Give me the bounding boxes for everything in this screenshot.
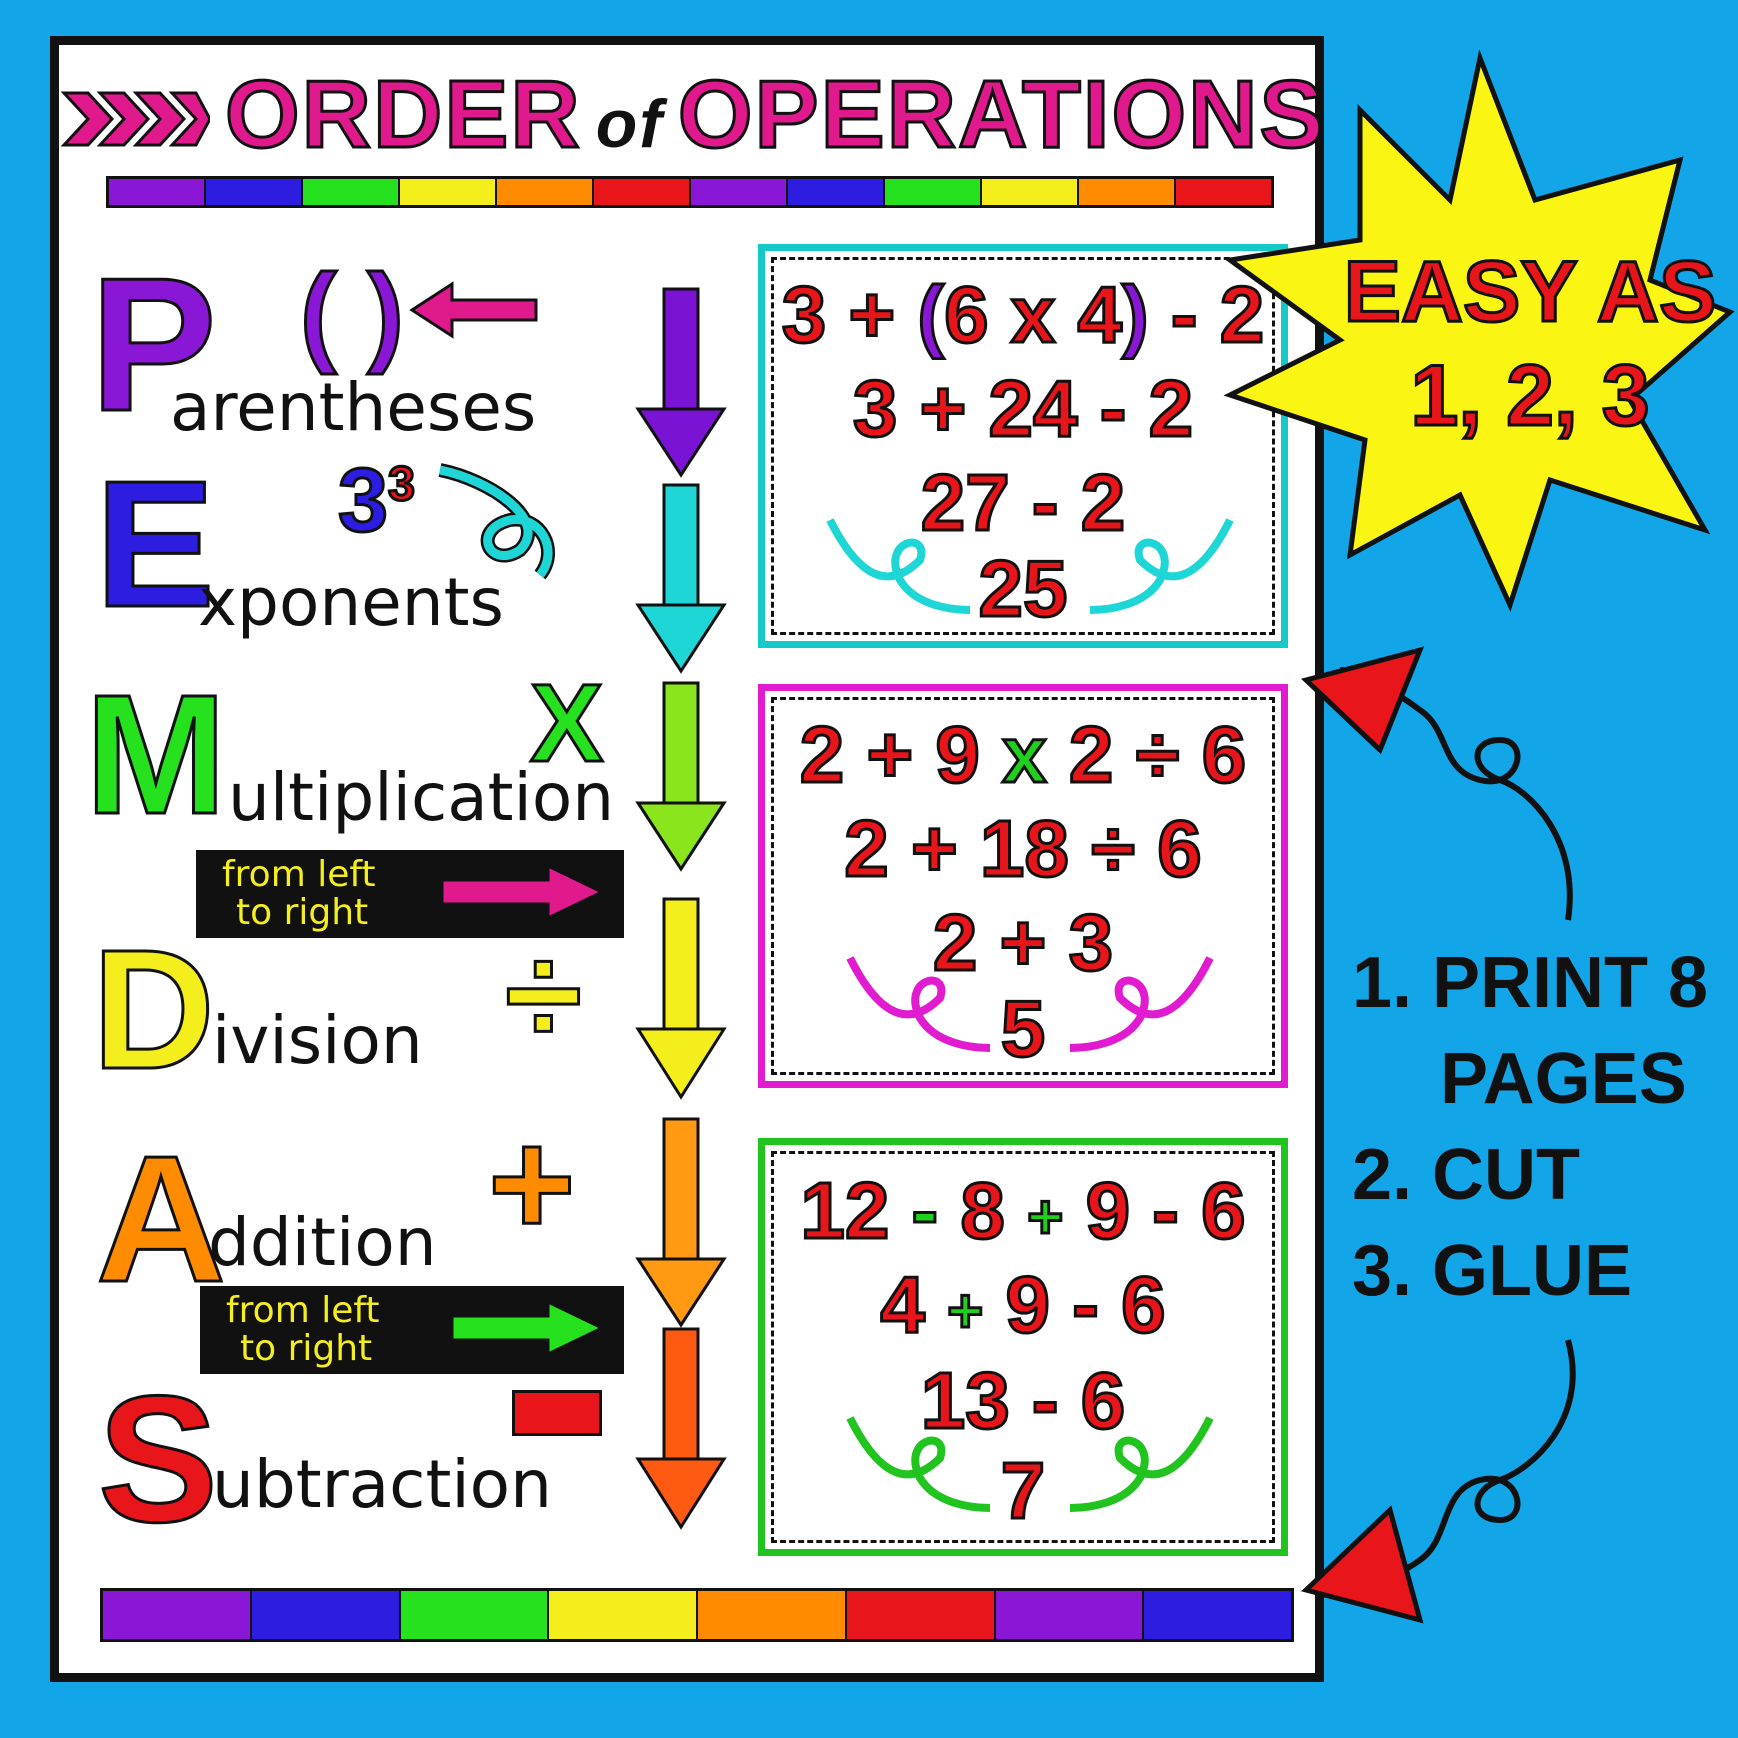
instruction-2: 2.CUT (1352, 1135, 1580, 1215)
down-arrow-lime-icon (635, 681, 727, 872)
letter-m: M (84, 660, 229, 850)
example3-line1: 12 - 8 + 9 - 6 (799, 1166, 1247, 1255)
title-of: of (595, 86, 664, 162)
letter-a: A (95, 1119, 228, 1320)
exponent-power: 3 (387, 457, 417, 513)
divide-symbol: ÷ (504, 916, 584, 1073)
down-arrow-red-orange-icon (635, 1327, 727, 1530)
plus-symbol: + (487, 1099, 578, 1267)
example1-line1: 3 + (6 x 4) - 2 (780, 270, 1265, 359)
pink-right-arrow-icon (440, 863, 606, 921)
minus-symbol (512, 1390, 602, 1436)
word-exponents: xponents (198, 564, 504, 641)
left-to-right-line2-b: to right (240, 1328, 373, 1369)
exponent-base: 3 (336, 450, 389, 553)
down-arrow-orange-icon (635, 1117, 727, 1328)
starburst-badge-icon (1223, 49, 1735, 612)
red-curly-arrow-bottom-icon (1301, 1339, 1576, 1624)
example1-line2: 3 + 24 - 2 (851, 364, 1194, 453)
badge-line2: 1, 2, 3 (1409, 347, 1651, 446)
example3-line2: 4 + 9 - 6 (879, 1260, 1167, 1349)
badge-line1: EASY AS (1342, 243, 1718, 342)
pink-arrow-icon (409, 281, 538, 339)
teal-curl-arrow-icon (438, 463, 556, 580)
down-arrow-teal-icon (635, 483, 727, 674)
chevron-arrows-icon (60, 91, 210, 147)
letter-e: E (93, 444, 216, 645)
red-curly-arrow-top-icon (1301, 646, 1573, 921)
example1-line3: 27 - 2 (919, 458, 1127, 547)
instruction-1-cont: PAGES (1440, 1039, 1687, 1119)
easy-as-badge: EASY AS 1, 2, 3 (1340, 240, 1720, 448)
instruction-1: 1.PRINT 8 (1352, 943, 1709, 1023)
example2-line1: 2 + 9 x 2 ÷ 6 (798, 710, 1247, 799)
example-box-3: 12 - 8 + 9 - 6 4 + 9 - 6 13 - 6 7 (758, 1138, 1288, 1556)
left-to-right-line2: to right (236, 892, 369, 933)
instruction-3: 3.GLUE (1352, 1231, 1633, 1311)
left-to-right-line1-b: from left (226, 1290, 380, 1331)
example3-line3: 13 - 6 (919, 1356, 1127, 1445)
bottom-rainbow-stripe (100, 1588, 1294, 1642)
exponent-symbol: 33 (336, 450, 417, 553)
example2-line2: 2 + 18 ÷ 6 (843, 804, 1204, 893)
letter-p: P (89, 239, 219, 451)
word-division: ivision (212, 1002, 423, 1079)
multiply-symbol: X (528, 661, 604, 787)
word-multiplication: ultiplication (228, 759, 615, 836)
title-operations: OPERATIONS (676, 60, 1326, 170)
word-addition: ddition (208, 1204, 437, 1281)
example3-line4: 7 (999, 1446, 1047, 1535)
example1-line4: 25 (977, 544, 1069, 633)
title-order: ORDER (224, 60, 582, 170)
left-to-right-line1: from left (222, 854, 376, 895)
letter-s: S (96, 1359, 219, 1560)
green-right-arrow-icon (450, 1299, 606, 1357)
example-box-2: 2 + 9 x 2 ÷ 6 2 + 18 ÷ 6 2 + 3 5 (758, 684, 1288, 1088)
top-rainbow-stripe (106, 176, 1274, 208)
down-arrow-purple-icon (635, 287, 727, 478)
down-arrows-column (635, 287, 727, 1530)
word-parentheses: arentheses (170, 369, 537, 446)
letter-d: D (91, 915, 217, 1105)
down-arrow-yellow-icon (635, 897, 727, 1100)
example2-line4: 5 (999, 984, 1047, 1073)
teal-curl-arrows-icon (826, 518, 1234, 614)
parentheses-symbol: ( ) (299, 251, 406, 377)
magenta-curl-arrows-icon (846, 956, 1214, 1052)
instructions-list: 1.PRINT 8 PAGES 2.CUT 3.GLUE (1352, 935, 1732, 1319)
green-curl-arrows-icon (846, 1416, 1214, 1512)
word-subtraction: ubtraction (212, 1446, 552, 1523)
example2-line3: 2 + 3 (931, 898, 1114, 987)
example-box-1: 3 + (6 x 4) - 2 3 + 24 - 2 27 - 2 25 (758, 244, 1288, 648)
